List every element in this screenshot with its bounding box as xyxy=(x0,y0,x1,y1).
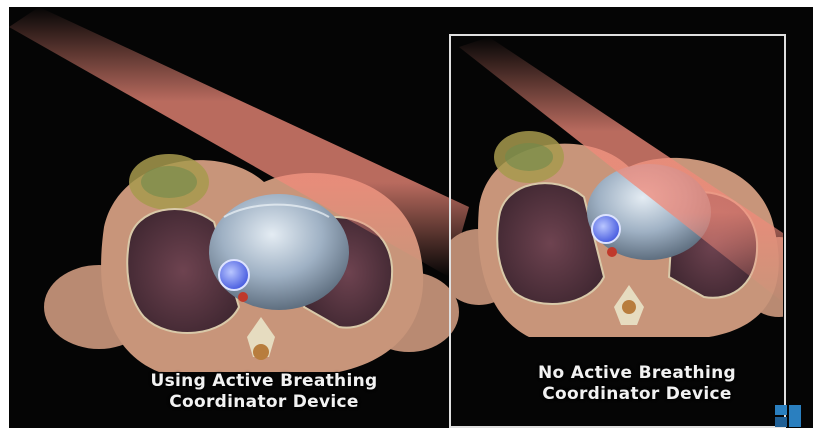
caption-left-line2: Coordinator Device xyxy=(114,392,414,413)
brand-logo-icon xyxy=(775,403,803,428)
caption-right-line1: No Active Breathing xyxy=(487,363,787,384)
video-frame: Using Active Breathing Coordinator Devic… xyxy=(9,7,813,428)
caption-right: No Active Breathing Coordinator Device xyxy=(487,363,787,405)
caption-left: Using Active Breathing Coordinator Devic… xyxy=(114,371,414,413)
caption-left-line1: Using Active Breathing xyxy=(114,371,414,392)
caption-right-line2: Coordinator Device xyxy=(487,384,787,405)
torso-right xyxy=(439,37,813,337)
